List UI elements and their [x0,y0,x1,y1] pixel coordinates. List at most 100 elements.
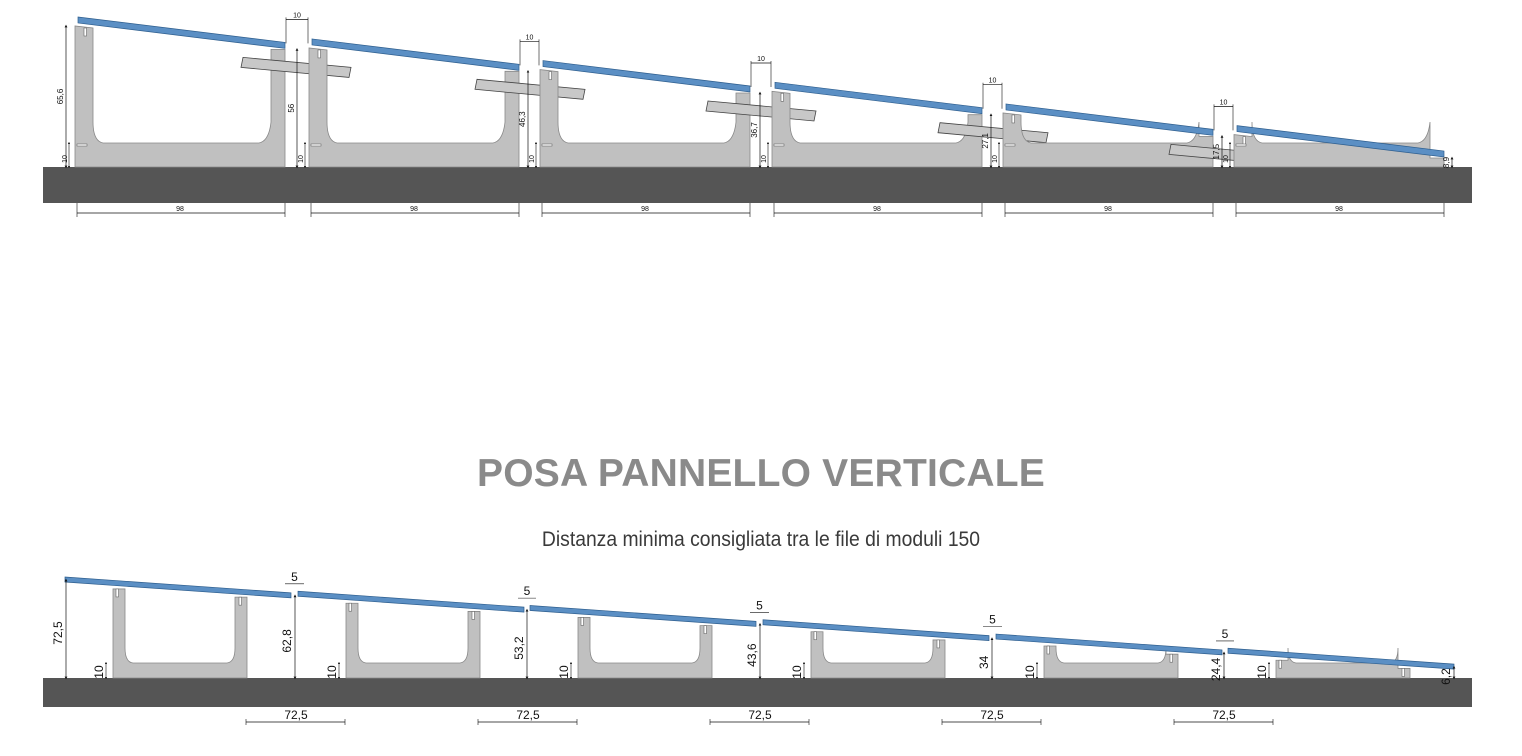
width-label: 72,5 [980,708,1004,722]
height-label: 36,7 [750,122,759,138]
base-clamp [76,143,88,147]
base-clamp [541,143,553,147]
width-label: 98 [1335,206,1343,213]
support-unit [995,633,1223,679]
clamp [348,602,352,612]
spacing-label: 5 [756,598,763,612]
solar-panel [1236,125,1445,158]
clamp [115,588,119,598]
base-height-label: 10 [1255,665,1269,679]
height-label: 8,9 [1442,156,1451,168]
solar-panel [995,633,1223,656]
base-height-label: 10 [325,665,339,679]
spacing-label: 5 [524,584,531,598]
height-label: 6,2 [1439,668,1453,685]
clamp [548,71,552,80]
height-label: 34 [977,655,991,669]
clamp [1278,659,1282,669]
overlap-plate [705,100,817,122]
height-label: 43,6 [745,643,759,667]
base-height-label: 10 [62,155,69,163]
concrete-ballast-block [810,631,946,679]
spacing-label: 10 [989,78,997,85]
solar-panel [529,605,757,627]
base-clamp [1235,143,1247,147]
clamp [1169,653,1173,663]
height-label: 46,3 [518,111,527,127]
clamp [238,596,242,606]
base-height-label: 10 [992,155,999,163]
width-label: 72,5 [284,708,308,722]
clamp [1046,645,1050,655]
spacing-label: 10 [1220,99,1228,106]
base-height-label: 10 [298,155,305,163]
clamp [1401,668,1405,677]
width-label: 98 [410,206,418,213]
spacing-label: 5 [989,613,996,627]
vertical-panel-section: 10 5 10 5 10 5 10 5 10 5 10 72,5 72,5 72,5 72,5 72,5 72,… [43,570,1472,725]
base-height-label: 10 [529,155,536,163]
concrete-ballast-block [345,602,481,679]
support-unit [297,590,525,679]
clamp [813,631,817,641]
base-clamp [773,143,785,147]
overlap-plate [474,78,586,100]
support-unit [529,605,757,679]
solar-panel [297,590,525,613]
width-label: 98 [641,206,649,213]
spacing-label: 5 [291,570,298,584]
overlap-plate [240,56,352,78]
base-clamp [310,143,322,147]
concrete-ballast-block [1233,121,1445,168]
concrete-ballast-block [74,25,286,168]
height-label: 62,8 [280,629,294,653]
spacing-label: 10 [526,34,534,41]
base-height-label: 10 [1023,665,1037,679]
solar-panel [64,576,292,599]
solar-panel [542,60,751,93]
width-label: 72,5 [1212,708,1236,722]
concrete-ballast-block [771,90,983,168]
height-label: 72,5 [51,621,65,645]
support-unit [762,619,990,679]
clamp [780,93,784,102]
width-label: 72,5 [516,708,540,722]
width-label: 98 [1104,206,1112,213]
concrete-ballast-block [112,588,248,679]
concrete-ballast-block [308,47,520,168]
support-unit [64,576,292,679]
height-label: 56 [287,103,296,112]
height-label: 53,2 [512,636,526,660]
horizontal-panel-section: 981010981010981010981010981010981065,656… [43,12,1472,217]
base-height-label: 10 [557,665,571,679]
spacing-label: 5 [1222,627,1229,641]
base-height-label: 10 [790,665,804,679]
solar-panel [762,619,990,642]
section-subtitle: Distanza minima consigliata tra le file … [541,528,981,551]
spacing-label: 10 [293,12,301,19]
clamp [580,617,584,626]
overlap-plate [937,122,1049,144]
width-label: 98 [873,206,881,213]
width-label: 98 [176,206,184,213]
section-title: POSA PANNELLO VERTICALE [477,452,1045,495]
solar-panel [77,16,286,49]
solar-panel [1005,103,1214,136]
spacing-label: 10 [757,56,765,63]
ground-slab [43,678,1472,707]
base-height-label: 10 [92,665,106,679]
support-unit [1233,121,1445,168]
height-label: 17,5 [1212,143,1221,159]
ground-slab [43,167,1472,203]
clamp [936,639,940,649]
width-label: 72,5 [748,708,772,722]
concrete-ballast-block [1043,645,1179,679]
support-unit [308,38,586,168]
clamp [703,625,707,634]
clamp [317,49,321,59]
clamp [1242,136,1246,145]
clamp [83,27,87,37]
clamp [471,611,475,620]
clamp [1011,114,1015,124]
